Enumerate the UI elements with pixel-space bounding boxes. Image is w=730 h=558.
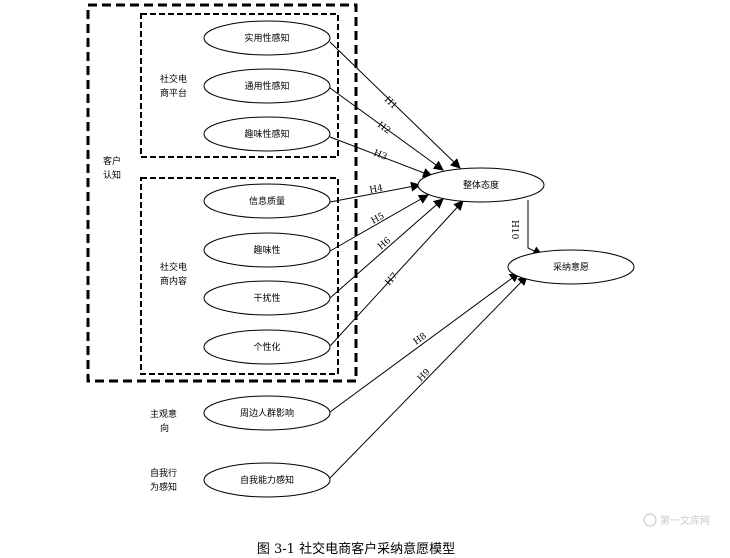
node-purchase-intention: 采纳意愿 xyxy=(507,249,635,285)
customer-cognition-label-1: 客户 xyxy=(103,155,121,167)
node-practical: 实用性感知 xyxy=(203,20,331,56)
subjective-intention-label-2: 向 xyxy=(160,422,169,434)
self-behavior-label-1: 自我行 xyxy=(150,467,177,479)
arrow-h3 xyxy=(329,136,433,178)
svg-text:信息质量: 信息质量 xyxy=(249,195,285,207)
label-h5: H5 xyxy=(370,211,387,226)
watermark: 第一文库网 xyxy=(643,513,710,527)
arrow-h10 xyxy=(527,200,543,256)
node-interest: 趣味性 xyxy=(203,232,331,268)
arrow-h5 xyxy=(329,194,429,252)
label-h3: H3 xyxy=(372,148,389,162)
platform-label-2: 商平台 xyxy=(160,87,187,99)
node-info-quality: 信息质量 xyxy=(203,183,331,219)
node-peer-influence: 周边人群影响 xyxy=(203,395,331,431)
label-h9: H9 xyxy=(416,367,433,384)
svg-text:采纳意愿: 采纳意愿 xyxy=(553,261,589,273)
svg-text:第一文库网: 第一文库网 xyxy=(660,514,710,527)
arrow-h9 xyxy=(329,275,528,479)
label-h8: H8 xyxy=(412,331,429,347)
label-h7: H7 xyxy=(384,271,401,288)
node-self-efficacy: 自我能力感知 xyxy=(203,462,331,498)
figure-caption: 图 3-1 社交电商客户采纳意愿模型 xyxy=(257,541,455,557)
svg-text:自我能力感知: 自我能力感知 xyxy=(240,474,294,486)
arrow-h8 xyxy=(329,272,520,413)
arrow-h4 xyxy=(329,181,421,203)
svg-text:个性化: 个性化 xyxy=(253,341,280,353)
arrow-h2 xyxy=(329,87,444,171)
content-box xyxy=(140,177,339,375)
customer-cognition-label-2: 认知 xyxy=(103,169,121,181)
node-overall-attitude: 整体态度 xyxy=(417,167,545,203)
svg-text:通用性感知: 通用性感知 xyxy=(244,80,289,92)
svg-text:趣味性感知: 趣味性感知 xyxy=(244,128,289,140)
node-interference: 干扰性 xyxy=(203,280,331,316)
label-h1: H1 xyxy=(382,95,399,112)
node-fun-perception: 趣味性感知 xyxy=(203,116,331,152)
svg-text:整体态度: 整体态度 xyxy=(463,179,499,191)
self-behavior-label-2: 为感知 xyxy=(150,481,177,493)
svg-text:干扰性: 干扰性 xyxy=(253,292,280,304)
platform-box xyxy=(140,13,339,158)
customer-cognition-box xyxy=(86,3,358,383)
label-h4: H4 xyxy=(369,183,385,195)
watermark-logo-icon xyxy=(643,513,657,527)
subjective-intention-label-1: 主观意 xyxy=(150,408,177,420)
content-label-2: 商内容 xyxy=(160,275,187,287)
arrow-h6 xyxy=(329,198,444,299)
arrow-h7 xyxy=(329,200,464,347)
svg-text:实用性感知: 实用性感知 xyxy=(244,32,289,44)
platform-label-1: 社交电 xyxy=(160,73,187,85)
label-h10: H10 xyxy=(509,220,519,240)
arrow-h1 xyxy=(329,41,461,169)
svg-text:趣味性: 趣味性 xyxy=(253,244,280,256)
content-label-1: 社交电 xyxy=(160,261,187,273)
node-personalization: 个性化 xyxy=(203,329,331,365)
label-h6: H6 xyxy=(376,236,393,253)
node-general: 通用性感知 xyxy=(203,68,331,104)
svg-text:周边人群影响: 周边人群影响 xyxy=(240,407,294,419)
